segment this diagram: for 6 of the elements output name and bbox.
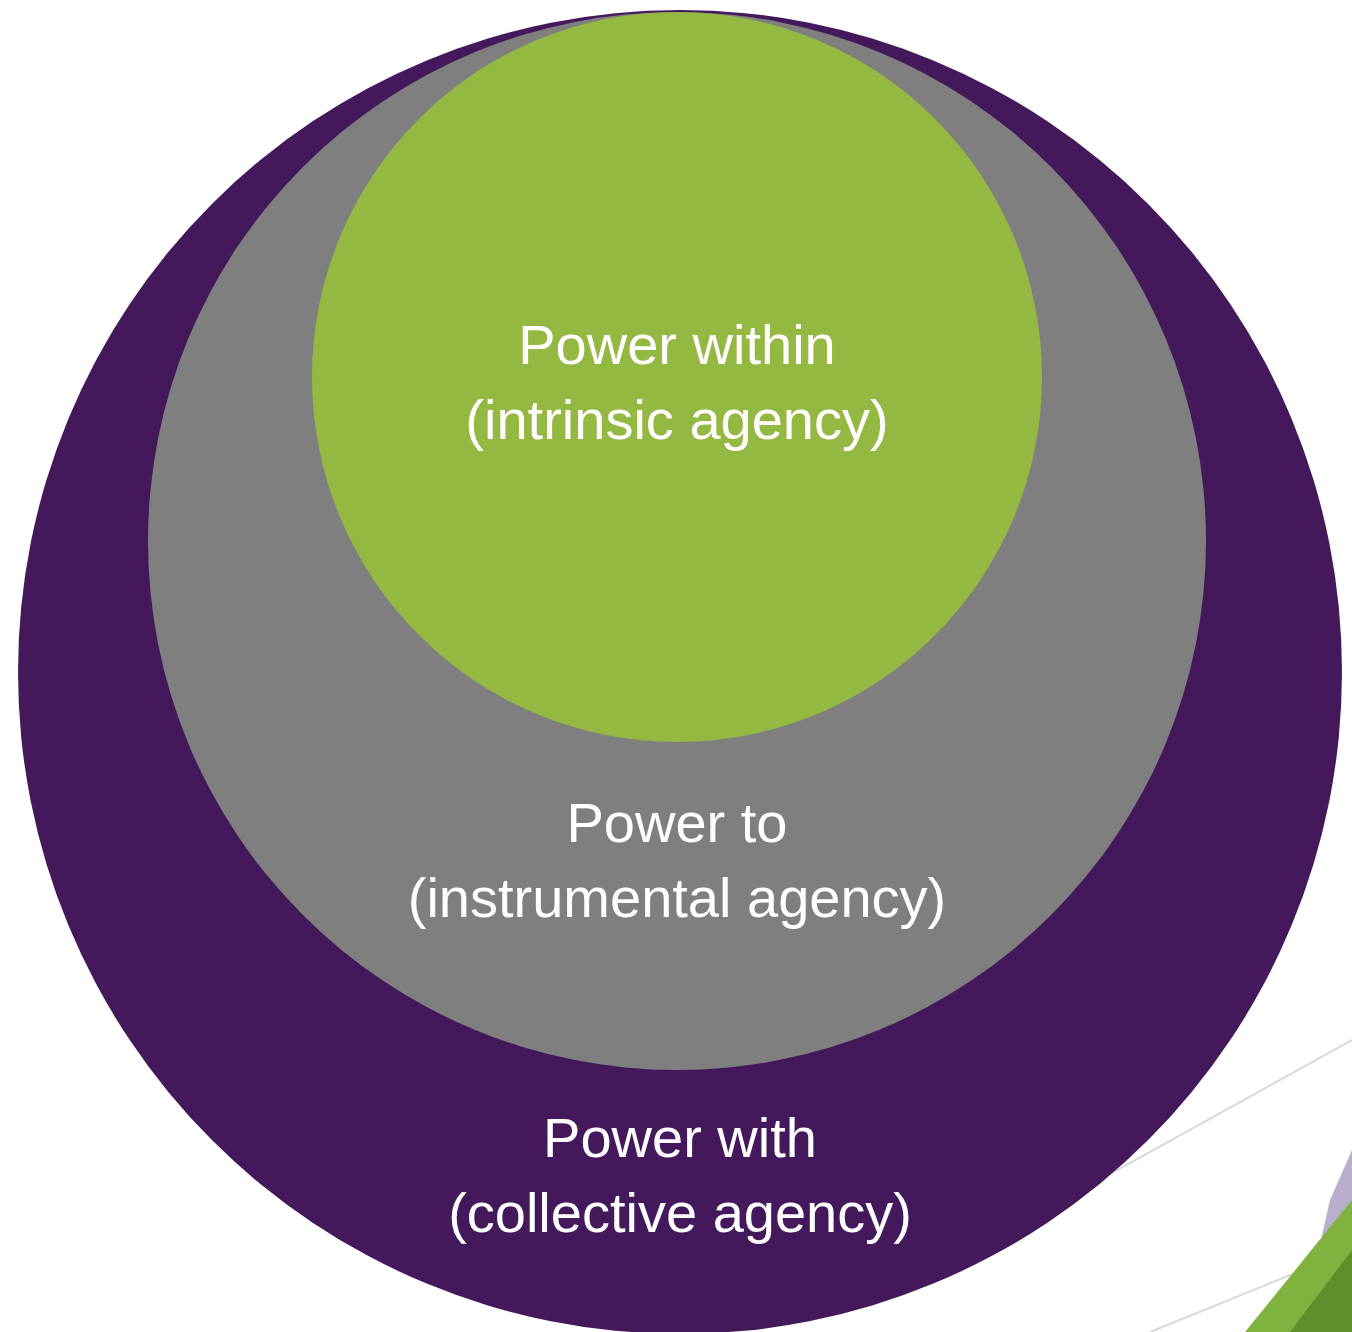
- circle-subtitle: (intrinsic agency): [465, 387, 889, 453]
- circle-title: Power to: [566, 790, 788, 856]
- circle-title: Power within: [518, 312, 836, 378]
- circle-subtitle: (instrumental agency): [407, 865, 947, 931]
- circle-title: Power with: [543, 1105, 817, 1171]
- circle-subtitle: (collective agency): [448, 1180, 912, 1246]
